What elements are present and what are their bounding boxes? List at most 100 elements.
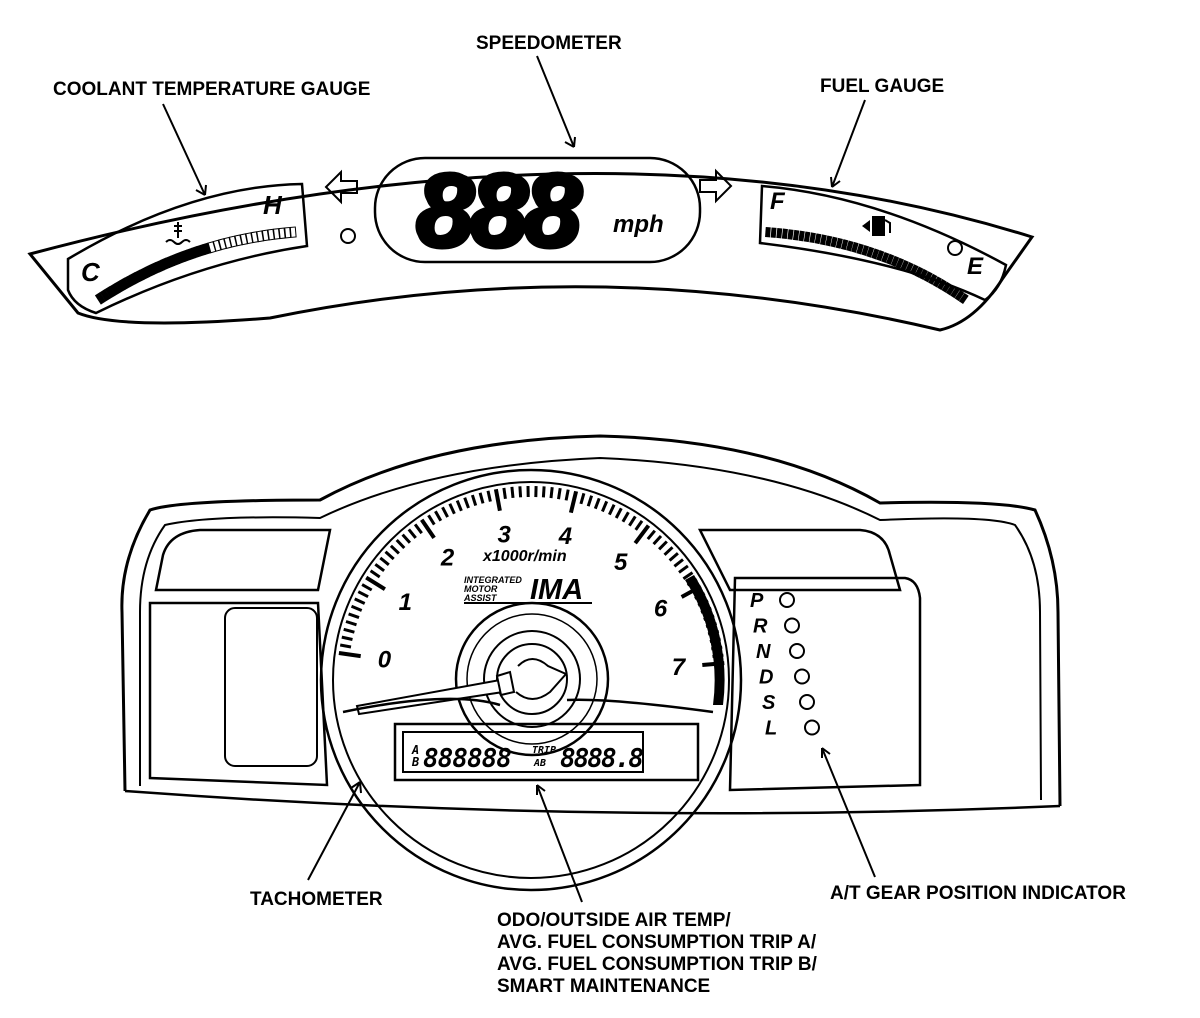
- tach-minor-tick: [448, 503, 456, 515]
- odometer-a-indicator: A: [411, 743, 419, 757]
- tach-minor-tick: [678, 564, 689, 574]
- fuel-segment: [830, 236, 838, 248]
- speed-digits-shadow: 888: [417, 154, 583, 270]
- tach-minor-tick: [510, 486, 515, 499]
- fuel-segment: [819, 234, 827, 246]
- coolant-segment: [267, 228, 275, 241]
- tach-minor-tick: [646, 529, 656, 541]
- trip-ab-indicator: AB: [533, 758, 546, 769]
- ima-small-line-2: MOTOR: [464, 584, 498, 594]
- tach-minor-tick: [634, 520, 644, 531]
- gear-lamp-s: [799, 694, 815, 710]
- fuel-segment: [900, 259, 909, 271]
- tach-minor-tick: [455, 500, 463, 512]
- label-odo-line-4: SMART MAINTENANCE: [497, 976, 710, 997]
- tach-number: 3: [498, 521, 512, 548]
- right-turn-arrow-icon: [699, 168, 733, 204]
- tach-minor-tick: [586, 495, 594, 507]
- tachometer-hub-ring-outer: [454, 601, 610, 757]
- tach-minor-tick: [348, 612, 360, 620]
- tach-minor-tick: [658, 540, 668, 551]
- odometer-display-outer: [393, 722, 700, 782]
- tach-minor-tick: [502, 487, 507, 500]
- coolant-cold-label: C: [81, 257, 101, 287]
- tachometer-needle-base: [495, 670, 516, 697]
- fuel-segment: [923, 271, 933, 283]
- fuel-segment: [941, 281, 952, 293]
- tach-minor-tick: [564, 489, 570, 501]
- tachometer-tick-marks: [338, 485, 725, 667]
- tach-minor-tick: [668, 552, 679, 562]
- tachometer-needle: [355, 678, 505, 716]
- tach-minor-tick: [401, 533, 412, 544]
- fuel-segment: [798, 230, 805, 242]
- tach-minor-tick: [518, 486, 523, 498]
- odometer-display-inner: [402, 731, 644, 773]
- tach-major-tick: [420, 518, 436, 540]
- fuel-segment: [781, 228, 788, 240]
- label-fuel: FUEL GAUGE: [820, 76, 944, 97]
- tach-minor-tick: [379, 556, 390, 566]
- coolant-segment: [186, 247, 196, 261]
- tach-minor-tick: [673, 558, 684, 568]
- tach-minor-tick: [350, 604, 363, 612]
- lower-meter-housing-inner: [139, 456, 1042, 801]
- tachometer-hub-notch: [515, 658, 568, 700]
- tach-minor-tick: [395, 538, 406, 550]
- coolant-segment: [165, 255, 176, 269]
- coolant-temperature-icon: [165, 222, 191, 245]
- left-lower-panel: [148, 601, 329, 787]
- coolant-segment: [129, 272, 141, 285]
- fuel-segment: [846, 240, 854, 252]
- tach-major-tick: [568, 490, 579, 514]
- speed-unit: mph: [613, 211, 664, 238]
- coolant-segment: [160, 257, 171, 271]
- fuel-segment: [792, 229, 800, 241]
- coolant-segment: [239, 233, 248, 246]
- gear-lamp-n: [789, 643, 805, 659]
- tach-minor-tick: [470, 494, 478, 507]
- fuel-segment: [928, 273, 938, 285]
- tachometer-hub-ring-inner: [483, 630, 581, 728]
- coolant-segment: [175, 251, 186, 264]
- coolant-segment: [289, 226, 297, 238]
- tach-minor-tick: [549, 487, 554, 499]
- coolant-segment: [104, 286, 116, 299]
- upper-meter-housing: [27, 172, 1035, 332]
- fuel-segment: [803, 231, 811, 243]
- tach-minor-tick: [614, 507, 623, 519]
- coolant-segment: [180, 249, 191, 262]
- coolant-segment: [284, 226, 292, 239]
- lower-meter-housing: [120, 434, 1062, 807]
- fuel-empty-label: E: [967, 253, 984, 280]
- coolant-segment: [196, 244, 206, 257]
- fuel-pump-icon: [862, 216, 891, 236]
- gear-position-panel: [728, 576, 922, 792]
- gear-letter-r: R: [753, 616, 768, 638]
- tachometer-outer-ring: [319, 468, 743, 892]
- tach-number: 1: [399, 589, 412, 616]
- tach-minor-tick: [361, 583, 373, 592]
- tach-minor-tick: [652, 534, 663, 546]
- fuel-segment: [840, 239, 849, 251]
- fuel-segment: [876, 250, 885, 262]
- fuel-segment: [885, 253, 895, 265]
- fuel-segment: [861, 244, 870, 257]
- leader-speedometer: [536, 55, 576, 148]
- gear-lamp-d: [794, 668, 810, 685]
- fuel-segment: [945, 284, 956, 296]
- gear-lamp-l: [804, 719, 820, 736]
- label-odo-line-2: AVG. FUEL CONSUMPTION TRIP A/: [497, 932, 817, 953]
- gear-letter-d: D: [759, 667, 773, 689]
- label-odo-line-3: AVG. FUEL CONSUMPTION TRIP B/: [497, 954, 818, 975]
- coolant-segment: [124, 274, 136, 288]
- odometer-digits: 888888: [423, 744, 511, 774]
- leader-gear-indicator: [821, 747, 876, 878]
- label-coolant: COOLANT TEMPERATURE GAUGE: [53, 79, 370, 100]
- tach-number: 2: [440, 545, 455, 572]
- tach-minor-tick: [621, 511, 630, 523]
- speed-digits: 888: [414, 151, 580, 267]
